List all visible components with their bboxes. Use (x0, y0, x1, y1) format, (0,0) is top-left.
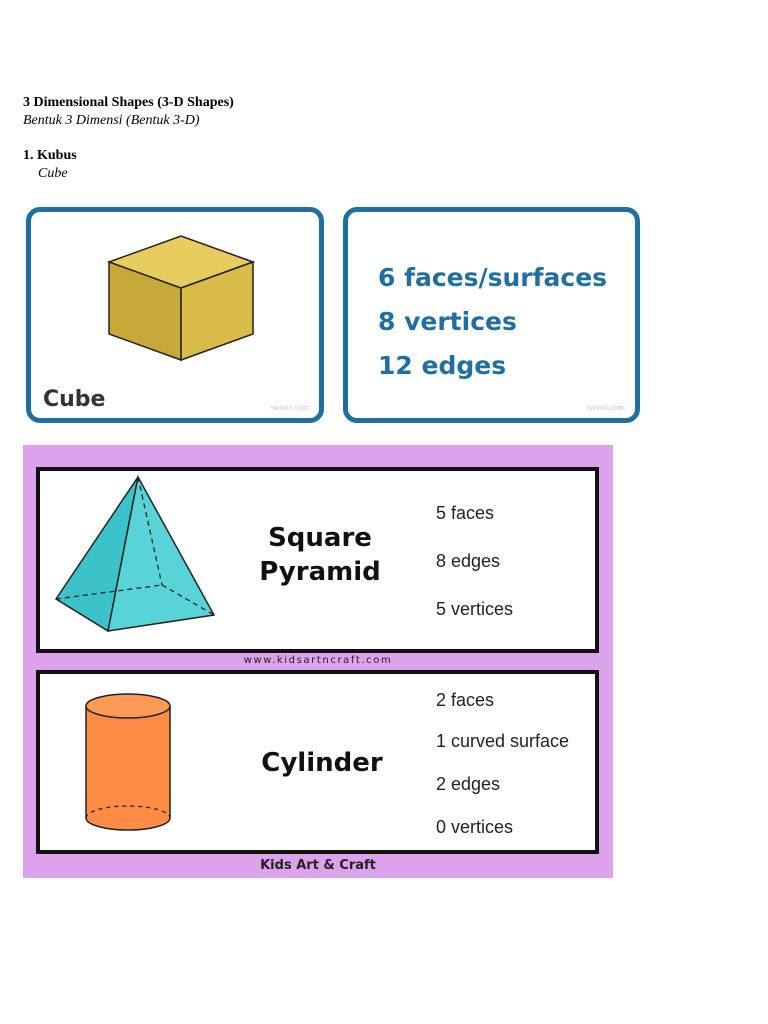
cylinder-name: Cylinder (261, 748, 383, 778)
cube-label: Cube (43, 387, 106, 412)
cylinder-illustration (85, 693, 171, 831)
pyramid-name-line1: Square (268, 523, 372, 553)
section-heading: 1. Kubus (23, 148, 77, 163)
pyramid-box: Square Pyramid 5 faces 8 edges 5 vertice… (36, 467, 599, 653)
cylinder-prop: 2 edges (436, 774, 501, 794)
cube-illustration (106, 235, 256, 362)
cylinder-prop: 0 vertices (436, 817, 514, 837)
brand-footer: Kids Art & Craft (260, 858, 376, 873)
shapes-worksheet: Square Pyramid 5 faces 8 edges 5 vertice… (23, 445, 613, 878)
pyramid-prop: 5 vertices (436, 599, 514, 619)
cylinder-body (85, 705, 171, 831)
pyramid-prop: 5 faces (436, 503, 495, 523)
url-footer: www.kidsartncraft.com (243, 655, 393, 666)
pyramid-name-line2: Pyramid (259, 557, 381, 587)
cylinder-prop: 2 faces (436, 690, 495, 710)
cube-card: Cube twinkl.com (26, 207, 324, 423)
cube-fact-faces: 6 faces/surfaces (378, 263, 608, 292)
pyramid-front-face (107, 475, 216, 632)
cube-card-watermark: twinkl.com (270, 404, 309, 412)
cube-fact-vertices: 8 vertices (378, 307, 517, 336)
cylinder-prop: 1 curved surface (436, 731, 570, 751)
cube-fact-edges: 12 edges (378, 351, 507, 380)
pyramid-hidden-edge (161, 584, 215, 616)
page-subtitle: Bentuk 3 Dimensi (Bentuk 3-D) (23, 113, 200, 128)
pyramid-prop: 8 edges (436, 551, 501, 571)
cube-right-face (180, 260, 254, 362)
section-translation: Cube (38, 166, 68, 181)
page-title: 3 Dimensional Shapes (3-D Shapes) (23, 95, 234, 110)
cylinder-top (85, 693, 171, 719)
pyramid-hidden-edge (137, 476, 163, 586)
cylinder-box: Cylinder 2 faces 1 curved surface 2 edge… (36, 670, 599, 854)
cube-facts-list: 6 faces/surfaces 8 vertices 12 edges (378, 256, 607, 388)
cube-facts-card: 6 faces/surfaces 8 vertices 12 edges twi… (343, 207, 640, 423)
pyramid-name: Square Pyramid (245, 521, 395, 589)
pyramid-illustration (54, 475, 216, 633)
facts-card-watermark: twinkl.com (586, 404, 625, 412)
